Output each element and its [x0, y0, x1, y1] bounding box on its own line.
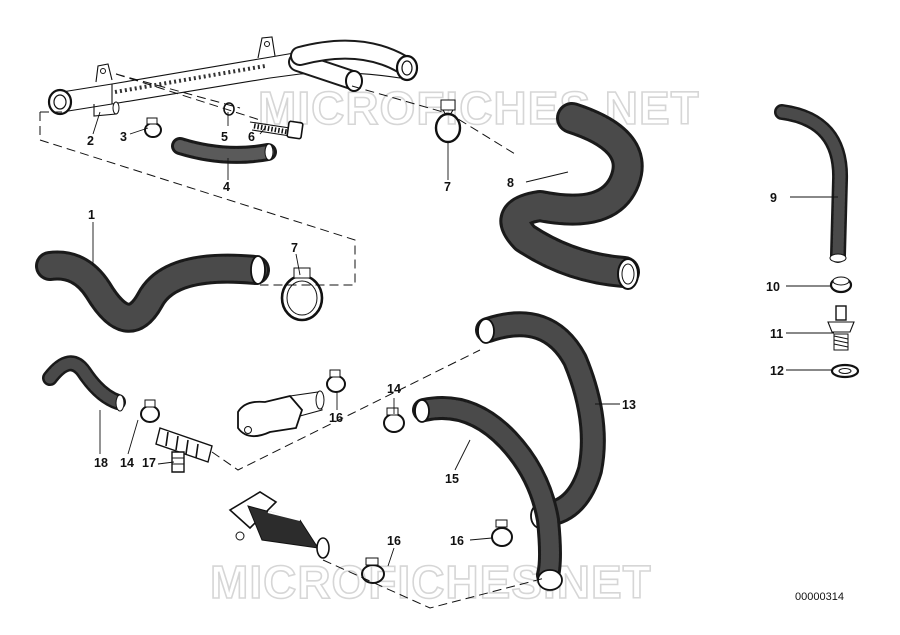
radiator-hose-8 [499, 102, 644, 290]
callout-1: 1 [88, 208, 95, 222]
leader-lines [92, 111, 838, 567]
leader-dash [211, 349, 481, 471]
callout-9: 9 [770, 191, 777, 205]
callout-7-top: 7 [444, 180, 451, 194]
hose-clamp-16-bottom [361, 557, 385, 584]
hose-clamp-14-left [140, 399, 160, 423]
callout-15: 15 [445, 472, 459, 486]
callout-17: 17 [142, 456, 156, 470]
leader-dash [351, 85, 516, 155]
hose-4 [171, 137, 277, 164]
callout-8: 8 [507, 176, 514, 190]
coolant-valve [228, 491, 330, 559]
hose-clamp-7-mid [280, 267, 324, 322]
tee-fitting-17 [155, 427, 213, 473]
watermark-top: MICROFICHES.NET [258, 82, 700, 134]
callout-5: 5 [221, 130, 228, 144]
small-hose-18 [42, 355, 126, 412]
radiator-hose-1 [35, 250, 270, 333]
vent-hose-9 [774, 104, 849, 263]
clamp-10 [829, 276, 853, 294]
watermark-bottom: MICROFICHES.NET [210, 556, 652, 608]
hose-clamp-16-mid [326, 369, 346, 393]
leader-dash [39, 111, 356, 286]
callout-10: 10 [766, 280, 780, 294]
callout-18: 18 [94, 456, 108, 470]
water-flange [237, 390, 325, 438]
callout-4: 4 [223, 180, 230, 194]
callout-14-left: 14 [120, 456, 134, 470]
callout-11: 11 [770, 327, 783, 341]
callout-16-mid: 16 [329, 411, 343, 425]
callout-7-mid: 7 [291, 241, 298, 255]
leader-dash [115, 73, 261, 121]
callout-16-bottom: 16 [387, 534, 401, 548]
coolant-pipe-assembly [47, 36, 419, 117]
callout-14-mid: 14 [387, 382, 401, 396]
bleed-screw-11 [827, 305, 855, 351]
bolt-6 [249, 120, 304, 140]
leader-dash [322, 559, 546, 609]
callout-2: 2 [87, 134, 94, 148]
diagram-reference-number: 00000314 [795, 591, 844, 603]
washer-12 [830, 363, 860, 379]
callout-12: 12 [770, 364, 784, 378]
callout-6: 6 [248, 130, 255, 144]
callout-3: 3 [120, 130, 127, 144]
hose-clamp-16-right [491, 519, 513, 547]
heater-hose-15 [412, 396, 563, 591]
callout-13: 13 [622, 398, 636, 412]
callout-16-right: 16 [450, 534, 464, 548]
hose-clamp-3 [144, 117, 162, 138]
